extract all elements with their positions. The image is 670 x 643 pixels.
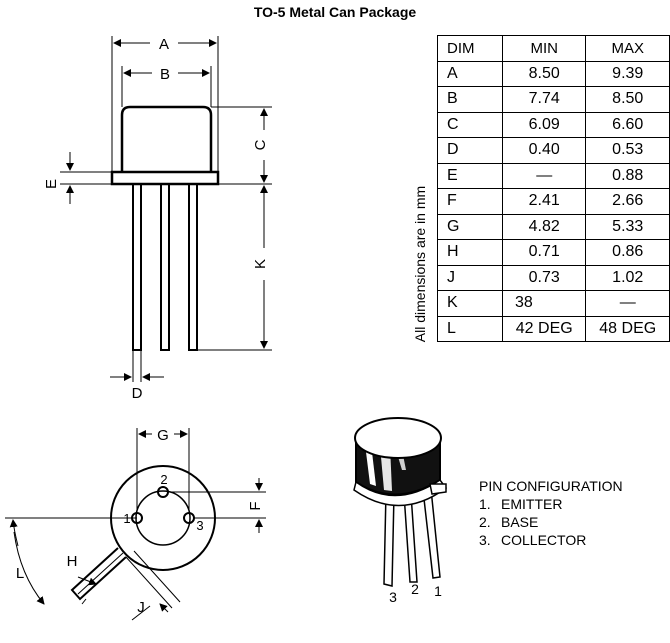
cell-min: 8.50 bbox=[501, 60, 587, 87]
table-header-row: DIM MIN MAX bbox=[437, 35, 670, 62]
list-item: 1. EMITTER bbox=[479, 495, 623, 513]
dim-label-k: K bbox=[252, 259, 269, 269]
photo-lead-3 bbox=[383, 491, 395, 587]
dim-label-b: B bbox=[160, 66, 170, 83]
cell-dim: H bbox=[437, 239, 503, 266]
cell-min: 7.74 bbox=[501, 86, 587, 113]
cell-min: 42 DEG bbox=[501, 315, 587, 342]
header-min: MIN bbox=[501, 35, 587, 62]
cell-max: 2.66 bbox=[585, 188, 670, 215]
cell-dim: D bbox=[437, 137, 503, 164]
cell-min: 2.41 bbox=[501, 188, 587, 215]
header-dim: DIM bbox=[437, 35, 503, 62]
dim-label-h: H bbox=[67, 553, 78, 570]
dim-label-e: E bbox=[43, 179, 60, 189]
cell-max: 6.60 bbox=[585, 111, 670, 138]
cell-dim: L bbox=[437, 315, 503, 342]
cell-dim: A bbox=[437, 60, 503, 87]
pin-number: 1. bbox=[479, 496, 491, 512]
dim-label-l: L bbox=[16, 565, 24, 582]
cell-dim: G bbox=[437, 213, 503, 240]
bottom-pin-label-3: 3 bbox=[196, 518, 203, 533]
list-item: 3. COLLECTOR bbox=[479, 531, 623, 549]
cell-min: 0.40 bbox=[501, 137, 587, 164]
lead-left bbox=[132, 183, 142, 351]
cell-min: 38 bbox=[501, 290, 587, 317]
dim-label-d: D bbox=[132, 385, 143, 402]
bottom-pin-3 bbox=[183, 512, 195, 524]
photo-pin-label-2: 2 bbox=[411, 581, 419, 597]
dim-label-f: F bbox=[247, 501, 264, 510]
cell-max: 1.02 bbox=[585, 264, 670, 291]
bottom-pin-label-2: 2 bbox=[160, 472, 167, 487]
cell-min: 6.09 bbox=[501, 111, 587, 138]
page-title: TO-5 Metal Can Package bbox=[253, 4, 417, 20]
lead-middle bbox=[160, 183, 170, 351]
pin-name: BASE bbox=[501, 514, 539, 530]
bottom-view bbox=[5, 428, 266, 621]
photo-pin-label-1: 1 bbox=[434, 583, 442, 599]
cell-max: 0.88 bbox=[585, 162, 670, 189]
photo-pin-label-3: 3 bbox=[389, 589, 397, 605]
units-note: All dimensions are in mm bbox=[412, 185, 428, 343]
transistor-illustration bbox=[353, 417, 448, 587]
dim-label-a: A bbox=[159, 36, 169, 53]
header-max: MAX bbox=[585, 35, 670, 62]
list-item: 2. BASE bbox=[479, 513, 623, 531]
cell-min: 0.71 bbox=[501, 239, 587, 266]
cell-max: 5.33 bbox=[585, 213, 670, 240]
cell-dim: E bbox=[437, 162, 503, 189]
cell-dim: B bbox=[437, 86, 503, 113]
cell-max: 0.53 bbox=[585, 137, 670, 164]
pin-config-title: PIN CONFIGURATION bbox=[479, 478, 623, 494]
cell-min: 4.82 bbox=[501, 213, 587, 240]
photo-lead-2 bbox=[403, 493, 418, 583]
bottom-inner-circle bbox=[135, 490, 191, 546]
pin-name: EMITTER bbox=[501, 496, 563, 512]
pin-number: 2. bbox=[479, 514, 491, 530]
cell-dim: F bbox=[437, 188, 503, 215]
dim-label-g: G bbox=[157, 427, 169, 444]
can-body bbox=[120, 105, 213, 172]
cell-dim: J bbox=[437, 264, 503, 291]
side-view bbox=[60, 36, 272, 382]
cell-dim: C bbox=[437, 111, 503, 138]
cell-max: 9.39 bbox=[585, 60, 670, 87]
pin-configuration: PIN CONFIGURATION 1. EMITTER 2. BASE 3. COL… bbox=[479, 477, 623, 549]
can-flange bbox=[110, 170, 220, 186]
cell-min: 0.73 bbox=[501, 264, 587, 291]
lead-right bbox=[188, 183, 198, 351]
dim-label-c: C bbox=[252, 139, 269, 150]
pin-name: COLLECTOR bbox=[501, 532, 587, 548]
cell-max: 0.86 bbox=[585, 239, 670, 266]
cell-max: — bbox=[585, 290, 670, 317]
photo-lead-1 bbox=[422, 488, 441, 579]
cell-dim: K bbox=[437, 290, 503, 317]
pin-number: 3. bbox=[479, 532, 491, 548]
cell-min: — bbox=[501, 162, 587, 189]
cell-max: 48 DEG bbox=[585, 315, 670, 342]
bottom-pin-label-1: 1 bbox=[123, 511, 130, 526]
cell-max: 8.50 bbox=[585, 86, 670, 113]
bottom-tab bbox=[70, 547, 127, 601]
dim-label-j: J bbox=[137, 599, 145, 616]
bottom-pin-2 bbox=[157, 486, 169, 498]
table-row: E—0.88 bbox=[437, 162, 670, 189]
photo-tab bbox=[429, 483, 447, 495]
